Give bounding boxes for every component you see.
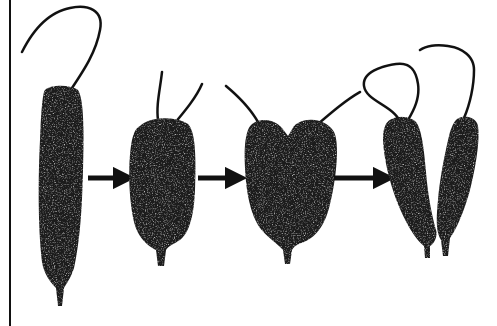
stage-1-flagellum <box>22 7 101 88</box>
stage-4-flagellum-right <box>420 45 474 118</box>
elongated-cell-icon <box>39 86 84 306</box>
daughter-cells-icon <box>383 117 479 258</box>
stage-2-flagellum-left <box>157 72 162 120</box>
stage-1-cell <box>22 7 101 306</box>
stage-2-flagellum-right <box>174 84 202 124</box>
bilobed-cell-icon <box>245 120 337 264</box>
stage-3-flagellum-right <box>318 92 360 124</box>
stage-3-flagellum-left <box>226 86 258 122</box>
stage-2-cell <box>129 72 202 266</box>
stage-4-flagellum-left <box>364 64 419 120</box>
widening-cell-icon <box>129 118 195 266</box>
stage-3-cell <box>226 86 360 264</box>
stage-4-cells <box>364 45 479 258</box>
